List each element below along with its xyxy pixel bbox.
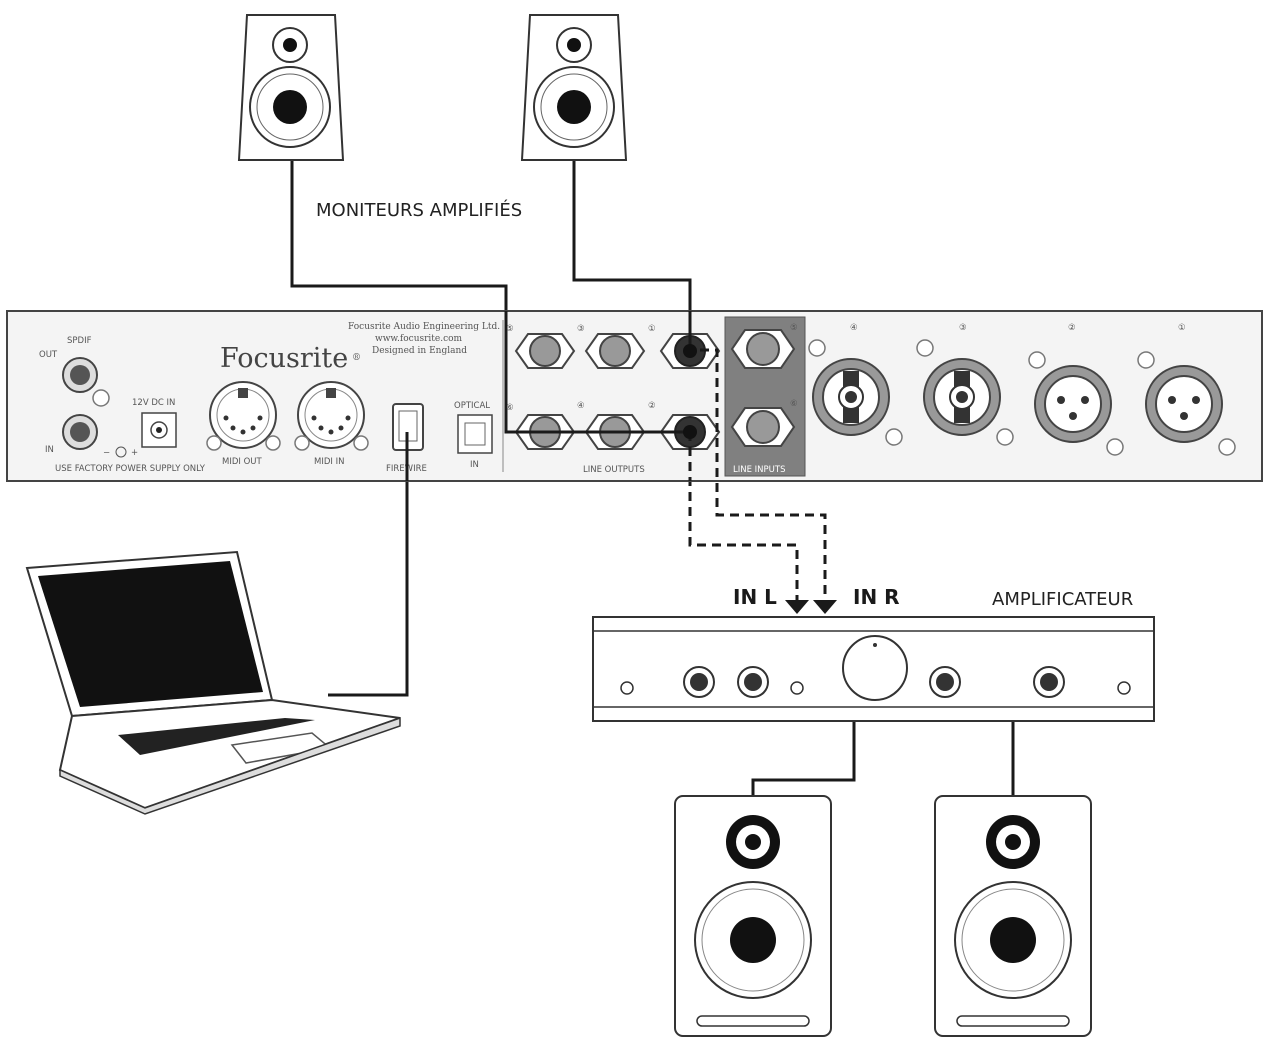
combo-num-4: ④ bbox=[850, 323, 858, 333]
dc-in-label: 12V DC IN bbox=[132, 398, 175, 408]
xlr-socket-icon bbox=[812, 358, 890, 436]
speaker-icon bbox=[237, 14, 345, 161]
out-num-4: ④ bbox=[577, 401, 585, 411]
jack-socket-icon bbox=[62, 414, 98, 450]
laptop-icon bbox=[25, 550, 401, 815]
midi-out-label: MIDI OUT bbox=[222, 457, 263, 467]
jack-socket-icon bbox=[584, 333, 646, 369]
xlr-socket-icon bbox=[1034, 365, 1112, 443]
in-num-6: ⑥ bbox=[790, 399, 798, 409]
out-num-2: ② bbox=[648, 401, 656, 411]
cable-overlays bbox=[405, 311, 692, 481]
line-inputs-label: LINE INPUTS bbox=[733, 465, 785, 475]
midi-socket-icon bbox=[209, 381, 277, 449]
jack-socket-icon bbox=[62, 357, 98, 393]
speaker-icon bbox=[674, 795, 832, 1037]
in-r-label: IN R bbox=[853, 585, 900, 609]
optical-in-label: IN bbox=[470, 460, 479, 470]
combo-num-2: ② bbox=[1068, 323, 1076, 333]
maker-line-2: www.focusrite.com bbox=[375, 334, 463, 344]
maker-line-1: Focusrite Audio Engineering Ltd. bbox=[348, 322, 500, 332]
dashed-cables bbox=[688, 348, 827, 600]
arrow-in-l-icon bbox=[785, 600, 809, 614]
in-num-5: ⑤ bbox=[790, 323, 798, 333]
dashed-cable-in-r bbox=[700, 348, 827, 600]
dc-plus-label: + bbox=[131, 448, 138, 458]
brand-name: Focusrite bbox=[220, 343, 348, 374]
cable-firewire-laptop bbox=[328, 432, 409, 697]
out-num-5: ⑤ bbox=[506, 324, 514, 334]
power-note: USE FACTORY POWER SUPPLY ONLY bbox=[55, 464, 206, 474]
out-num-3: ③ bbox=[577, 324, 585, 334]
midi-socket-icon bbox=[297, 381, 365, 449]
amplifier-icon bbox=[592, 616, 1155, 722]
brand-registered: ® bbox=[352, 353, 361, 363]
cable-amp-speaker-left bbox=[751, 720, 856, 798]
in-l-label: IN L bbox=[733, 585, 777, 609]
combo-num-1: ① bbox=[1178, 323, 1186, 333]
maker-line-3: Designed in England bbox=[372, 346, 467, 356]
arrow-in-r-icon bbox=[813, 600, 837, 614]
powered-monitors-label: MONITEURS AMPLIFIÉS bbox=[316, 199, 522, 221]
jack-socket-icon bbox=[514, 333, 576, 369]
out-num-6: ⑥ bbox=[506, 403, 514, 413]
dashed-cable-in-l bbox=[688, 432, 799, 600]
amplifier-label: AMPLIFICATEUR bbox=[992, 589, 1133, 610]
speaker-icon bbox=[520, 14, 628, 161]
optical-label: OPTICAL bbox=[454, 401, 490, 411]
speaker-icon bbox=[934, 795, 1092, 1037]
xlr-socket-icon bbox=[923, 358, 1001, 436]
line-inputs: ⑤ ⑥ LINE INPUTS bbox=[724, 316, 806, 477]
out-num-1: ① bbox=[648, 324, 656, 334]
jack-socket-icon bbox=[730, 407, 796, 447]
xlr-socket-icon bbox=[1145, 365, 1223, 443]
spdif-in-label: IN bbox=[45, 445, 54, 455]
spdif-label: SPDIF bbox=[67, 336, 92, 346]
audio-interface-icon: SPDIF OUT IN 12V DC IN − + USE FACTORY P… bbox=[6, 310, 1263, 482]
midi-in-label: MIDI IN bbox=[314, 457, 344, 467]
spdif-out-label: OUT bbox=[39, 350, 58, 360]
dc-minus-label: − bbox=[103, 448, 110, 458]
jack-socket-icon bbox=[730, 329, 796, 369]
line-outputs-label: LINE OUTPUTS bbox=[583, 465, 645, 475]
combo-num-3: ③ bbox=[959, 323, 967, 333]
